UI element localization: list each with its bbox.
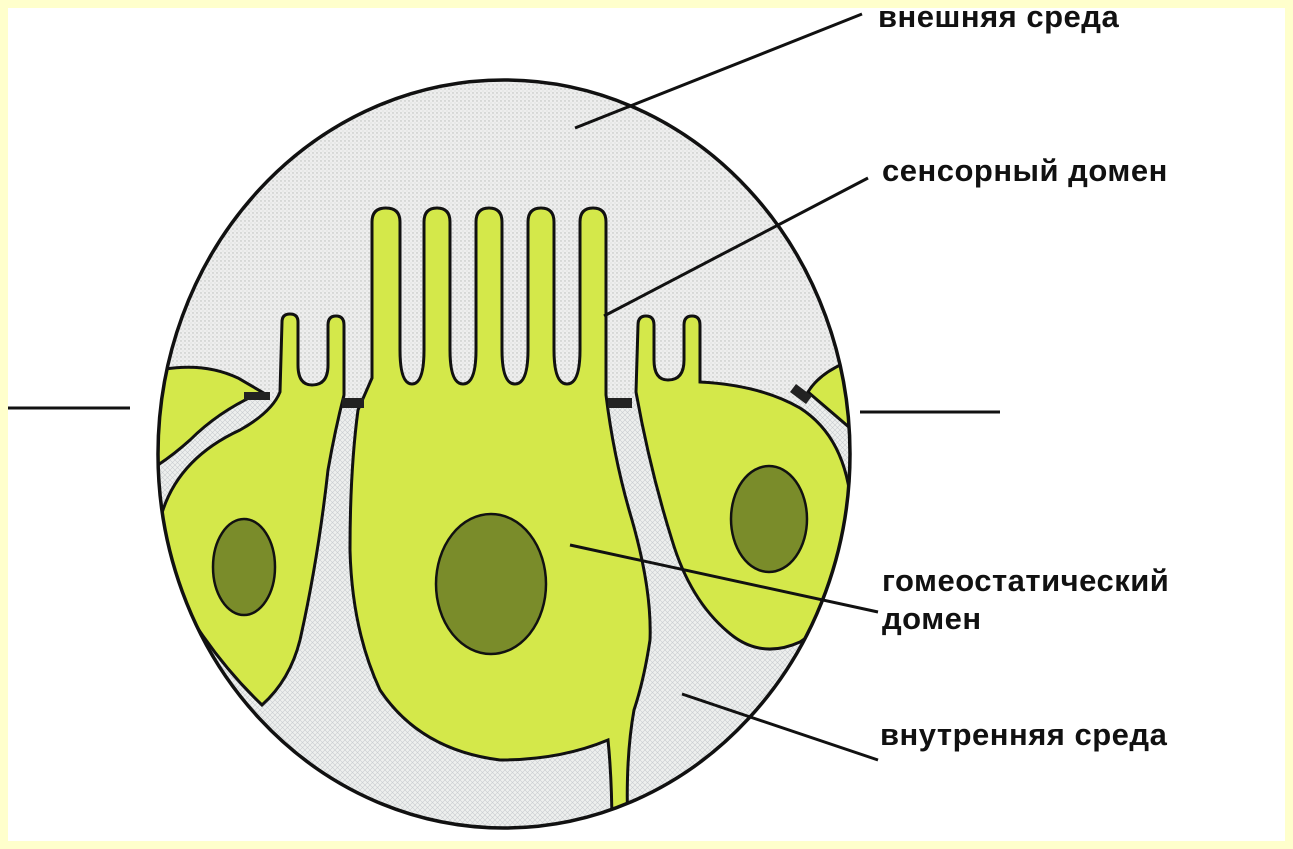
- right-supporting-nucleus: [731, 466, 807, 572]
- homeostatic-domain-label-line2: домен: [882, 600, 982, 638]
- external-environment-label: внешняя среда: [878, 0, 1119, 36]
- homeostatic-domain-label-line1: гомеостатический: [882, 562, 1169, 600]
- left-supporting-nucleus: [213, 519, 275, 615]
- external-medium: [150, 70, 870, 410]
- internal-environment-label: внутренняя среда: [880, 716, 1167, 754]
- external-environment-leader: [575, 14, 862, 128]
- sensory-cell-nucleus: [436, 514, 546, 654]
- sensory-domain-label: сенсорный домен: [882, 152, 1168, 190]
